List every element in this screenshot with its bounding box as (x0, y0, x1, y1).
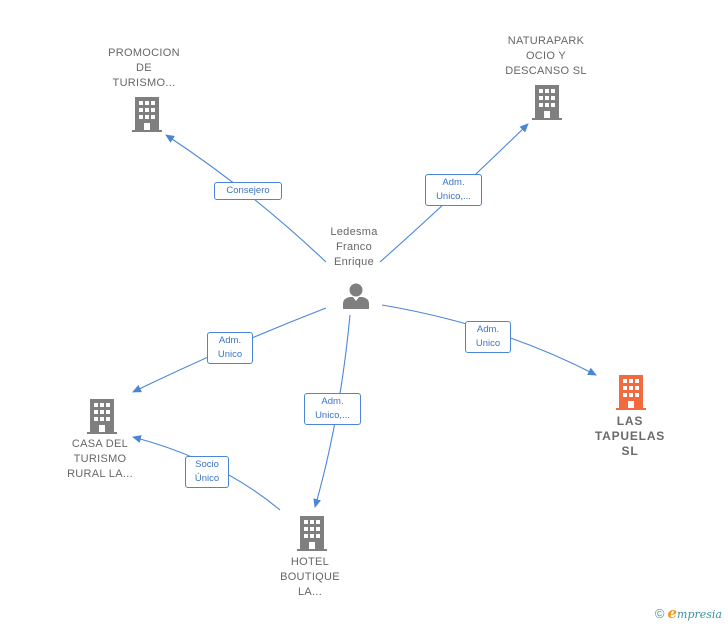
person-icon[interactable] (341, 281, 371, 311)
company-label-line: NATURAPARK (507, 35, 585, 47)
edge-label-line: Unico,... (436, 191, 471, 202)
edge-label-line: Unico (475, 338, 501, 349)
edge-label-line: Adm. (442, 177, 465, 188)
company-label-line: LA... (297, 586, 323, 598)
person-name-line: Franco (335, 241, 373, 253)
company-label-naturapark[interactable]: NATURAPARK OCIO Y DESCANSO SL (488, 34, 604, 79)
company-label-line: PROMOCION (108, 47, 180, 59)
building-icon[interactable] (296, 515, 328, 551)
company-label-line: BOUTIQUE (280, 571, 340, 583)
edge-label-tapuelas[interactable]: Adm. Unico (465, 321, 511, 353)
edge-label-line: Unico (217, 349, 243, 360)
company-label-line: CASA DEL (71, 438, 129, 450)
company-label-line: TURISMO... (112, 77, 176, 89)
edge-label-consejero[interactable]: Consejero (214, 182, 282, 200)
company-label-hotel[interactable]: HOTEL BOUTIQUE LA... (260, 555, 360, 600)
company-label-line: TAPUELAS (594, 429, 666, 443)
edge-label-line: Socio (195, 459, 219, 470)
edge-label-line: Adm. (321, 396, 344, 407)
company-label-line: DE (136, 62, 152, 74)
edge-label-naturapark[interactable]: Adm. Unico,... (425, 174, 482, 206)
building-icon[interactable] (615, 374, 647, 410)
company-label-line: HOTEL (290, 556, 330, 568)
edge-label-line: Unico,... (315, 410, 350, 421)
edge-label-socio[interactable]: Socio Único (185, 456, 229, 488)
brand-logo-e: e (667, 604, 678, 622)
company-label-tapuelas[interactable]: LAS TAPUELAS SL (580, 414, 680, 459)
person-name-line: Ledesma (330, 226, 378, 238)
edge-label-line: Consejero (226, 185, 270, 196)
person-name-line: Enrique (333, 256, 374, 268)
person-name-label[interactable]: Ledesma Franco Enrique (306, 225, 402, 270)
building-icon[interactable] (531, 84, 563, 120)
edge-label-casa[interactable]: Adm. Unico (207, 332, 253, 364)
brand-logo-text: mpresia (677, 608, 722, 621)
watermark: ©empresia (655, 604, 722, 622)
company-label-line: TURISMO (73, 453, 127, 465)
edge-label-line: Único (194, 473, 220, 484)
edge-label-line: Adm. (476, 324, 500, 335)
company-label-promocion[interactable]: PROMOCION DE TURISMO... (94, 46, 194, 91)
company-label-casa[interactable]: CASA DEL TURISMO RURAL LA... (50, 437, 150, 482)
copyright-symbol: © (654, 606, 665, 621)
edge-label-line: Adm. (218, 335, 242, 346)
edge-label-hotel[interactable]: Adm. Unico,... (304, 393, 361, 425)
building-icon[interactable] (131, 96, 163, 132)
company-label-line: SL (621, 444, 639, 458)
company-label-line: LAS (616, 414, 644, 428)
company-label-line: OCIO Y (525, 50, 567, 62)
company-label-line: RURAL LA... (67, 468, 133, 480)
building-icon[interactable] (86, 398, 118, 434)
company-label-line: DESCANSO SL (505, 65, 587, 77)
